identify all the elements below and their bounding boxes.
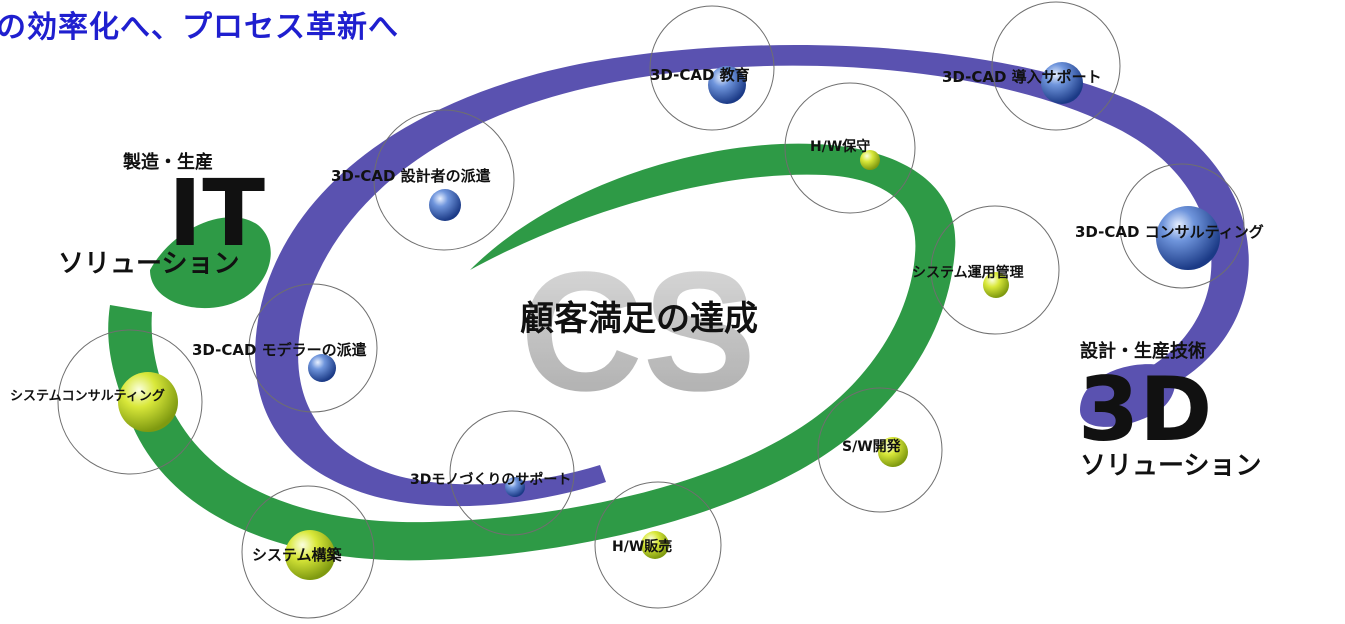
blue-sphere-icon (308, 354, 336, 382)
it-big-label: IT (168, 160, 265, 267)
blue-sphere-icon (708, 66, 746, 104)
node-monozukuri: 3Dモノづくりのサポート (410, 410, 575, 536)
node-system-consulting: システムコンサルティング (10, 329, 203, 475)
node-circle-outline (649, 5, 775, 131)
node-circle-outline (373, 109, 515, 251)
node-label: S/W開発 (842, 438, 902, 455)
node-label: 3Dモノづくりのサポート (410, 471, 571, 488)
yellow-sphere-icon (285, 530, 335, 580)
blue-sphere-icon (1041, 62, 1083, 104)
yellow-sphere-icon (118, 372, 178, 432)
blue-sphere-icon (505, 477, 525, 497)
node-hw-maintenance: H/W保守 (784, 82, 916, 214)
blue-sphere-icon (429, 189, 461, 221)
node-circle-outline (1119, 163, 1245, 289)
green-band (108, 143, 956, 561)
threed-purple-blob (1080, 364, 1175, 427)
cs-watermark: CS (520, 237, 756, 427)
it-green-blob (150, 217, 271, 309)
node-system-build: システム構築 (241, 485, 375, 619)
node-label: システムコンサルティング (10, 388, 165, 404)
node-label: 3D-CAD コンサルティング (1075, 223, 1264, 241)
purple-band (255, 45, 1249, 507)
node-circle-outline (57, 329, 203, 475)
threed-big-label: 3D (1078, 358, 1212, 461)
node-circle-outline (594, 481, 722, 609)
node-circle-outline (817, 387, 943, 513)
node-label: 3D-CAD 設計者の派遣 (331, 167, 491, 185)
yellow-sphere-icon (860, 150, 880, 170)
node-hw-sales: H/W販売 (594, 481, 722, 609)
headline: の効率化へ、プロセス革新へ (0, 10, 399, 45)
node-circle-outline (930, 205, 1060, 335)
node-cad-modeler: 3D-CAD モデラーの派遣 (192, 283, 378, 413)
threed-sub-label: ソリューション (1080, 451, 1261, 481)
node-cad-consulting: 3D-CAD コンサルティング (1075, 163, 1264, 289)
node-circle-outline (241, 485, 375, 619)
node-label: システム運用管理 (912, 264, 1024, 281)
it-small-label: 製造・生産 (122, 151, 213, 173)
node-label: H/W保守 (810, 138, 870, 155)
node-label: システム構築 (252, 546, 343, 564)
yellow-sphere-icon (878, 437, 908, 467)
yellow-sphere-icon (983, 272, 1009, 298)
it-sub-label: ソリューション (58, 249, 239, 279)
node-circle-outline (991, 1, 1121, 131)
node-sw-dev: S/W開発 (817, 387, 943, 513)
node-system-ops: システム運用管理 (912, 205, 1060, 335)
node-circle-outline (248, 283, 378, 413)
node-label: 3D-CAD 教育 (650, 66, 750, 84)
node-cad-intro-support: 3D-CAD 導入サポート (942, 1, 1121, 131)
node-circle-outline (784, 82, 916, 214)
node-cad-education: 3D-CAD 教育 (649, 5, 775, 131)
node-label: H/W販売 (612, 538, 672, 555)
node-circle-outline (449, 410, 575, 536)
node-label: 3D-CAD モデラーの派遣 (192, 341, 367, 359)
threed-small-label: 設計・生産技術 (1080, 340, 1206, 362)
node-label: 3D-CAD 導入サポート (942, 68, 1102, 86)
yellow-sphere-icon (641, 531, 669, 559)
center-title: 顧客満足の達成 (520, 299, 758, 339)
node-cad-designer: 3D-CAD 設計者の派遣 (331, 109, 515, 251)
blue-sphere-icon (1156, 206, 1220, 270)
